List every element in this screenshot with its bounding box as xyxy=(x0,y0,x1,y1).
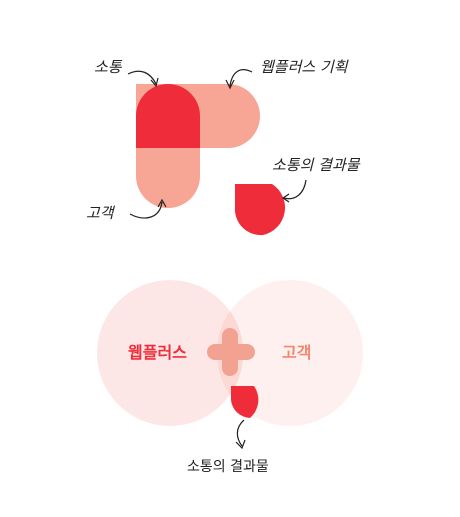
communication-leaf xyxy=(136,84,200,148)
arrow-communication xyxy=(127,70,157,85)
result-drop xyxy=(234,184,286,236)
arrow-caption xyxy=(236,419,245,447)
caption-result: 소통의 결과물 xyxy=(187,459,269,475)
label-communication: 소통 xyxy=(94,58,122,76)
label-webplus-circle: 웹플러스 xyxy=(128,343,187,362)
label-result: 소통의 결과물 xyxy=(272,156,360,174)
bottom-result-drop xyxy=(231,386,259,418)
label-customer-circle: 고객 xyxy=(282,343,312,362)
webplus-circle xyxy=(97,280,243,426)
arrow-planning xyxy=(229,69,253,87)
plus-horizontal xyxy=(207,344,255,360)
label-customer: 고객 xyxy=(86,204,114,222)
arrow-result xyxy=(283,179,307,200)
arrow-customer xyxy=(129,201,163,219)
label-webplus-planning: 웹플러스 기획 xyxy=(260,58,348,76)
